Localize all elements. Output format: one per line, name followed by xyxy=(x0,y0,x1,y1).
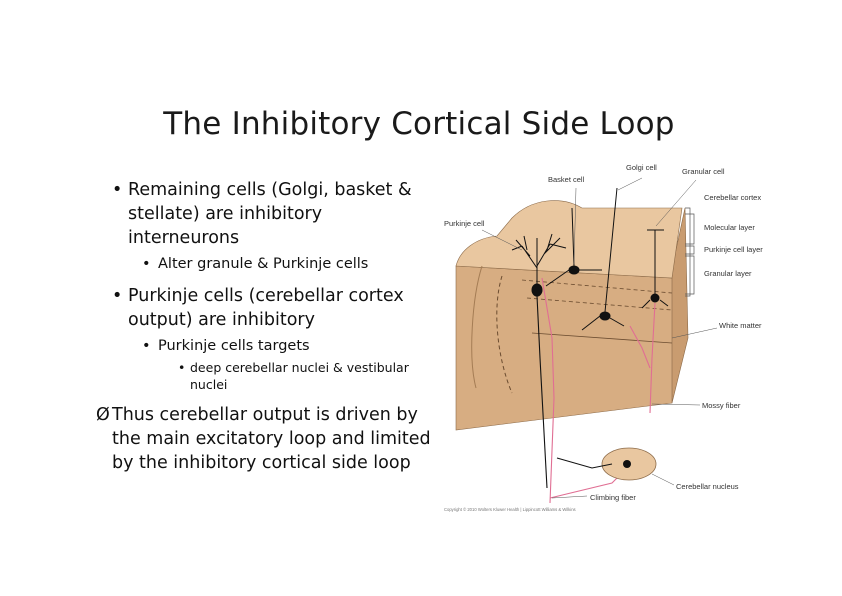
climbing-fiber xyxy=(541,277,555,504)
purkinje-soma xyxy=(531,283,543,297)
golgi-cell xyxy=(581,187,625,331)
bullet-item: • Purkinje cells targets xyxy=(112,336,432,356)
folia-fold xyxy=(471,265,483,389)
granular-soma xyxy=(650,293,660,303)
label-granular-layer: Granular layer xyxy=(704,269,752,278)
nucleus-neuron xyxy=(623,460,631,468)
label-basket-cell: Basket cell xyxy=(548,175,585,184)
bullet-text: deep cerebellar nuclei & vestibular nucl… xyxy=(190,360,409,392)
bullet-text: Purkinje cells targets xyxy=(158,338,310,354)
bullet-text: Alter granule & Purkinje cells xyxy=(158,256,369,272)
bullet-icon: • xyxy=(112,180,123,200)
layer-brackets xyxy=(685,207,695,297)
basket-cell xyxy=(545,207,602,287)
label-purkinje-cell-layer: Purkinje cell layer xyxy=(704,245,763,254)
bullet-list: • Remaining cells (Golgi, basket & stell… xyxy=(96,174,432,475)
layer-line xyxy=(496,275,513,394)
block-top-face xyxy=(455,200,683,279)
label-purkinje-cell: Purkinje cell xyxy=(444,219,485,228)
bullet-text: Purkinje cells (cerebellar cortex output… xyxy=(128,286,404,330)
purkinje-cell xyxy=(511,233,567,489)
label-climbing-fiber: Climbing fiber xyxy=(590,493,636,502)
label-granular-cell: Granular cell xyxy=(682,167,725,176)
basket-soma xyxy=(568,265,580,275)
figure-copyright: Copyright © 2010 Wolters Kluwer Health |… xyxy=(444,507,576,512)
golgi-soma xyxy=(599,311,611,321)
block-front-face xyxy=(455,265,673,431)
cerebellar-nucleus xyxy=(556,447,657,481)
bullet-icon: • xyxy=(142,256,151,272)
bullet-icon: • xyxy=(112,286,123,306)
arrow-bullet-icon: Ø xyxy=(96,405,110,425)
bullet-text: Thus cerebellar output is driven by the … xyxy=(112,405,431,473)
mossy-fiber xyxy=(629,302,656,414)
granular-cell xyxy=(641,229,669,309)
slide-title: The Inhibitory Cortical Side Loop xyxy=(163,106,675,142)
bullet-icon: • xyxy=(142,338,151,354)
bullet-item: • Remaining cells (Golgi, basket & stell… xyxy=(112,178,432,250)
label-golgi-cell: Golgi cell xyxy=(626,163,657,172)
label-molecular-layer: Molecular layer xyxy=(704,223,755,232)
bullet-item: • deep cerebellar nuclei & vestibular nu… xyxy=(112,359,432,393)
label-cerebellar-nucleus: Cerebellar nucleus xyxy=(676,482,739,491)
layer-line xyxy=(526,297,673,311)
bullet-text: Remaining cells (Golgi, basket & stellat… xyxy=(128,180,412,248)
layer-line xyxy=(531,332,673,344)
label-cerebellar-cortex: Cerebellar cortex xyxy=(704,193,761,202)
label-mossy-fiber: Mossy fiber xyxy=(702,401,741,410)
bullet-item: Ø Thus cerebellar output is driven by th… xyxy=(96,403,432,475)
cerebellar-cortex-diagram: Basket cell Golgi cell Granular cell Cer… xyxy=(444,163,763,512)
label-white-matter: White matter xyxy=(719,321,762,330)
bullet-item: • Purkinje cells (cerebellar cortex outp… xyxy=(112,284,432,332)
cortex-block xyxy=(455,200,689,431)
bullet-icon: • xyxy=(178,360,186,375)
leader-lines xyxy=(481,177,718,499)
bullet-item: • Alter granule & Purkinje cells xyxy=(112,254,432,274)
